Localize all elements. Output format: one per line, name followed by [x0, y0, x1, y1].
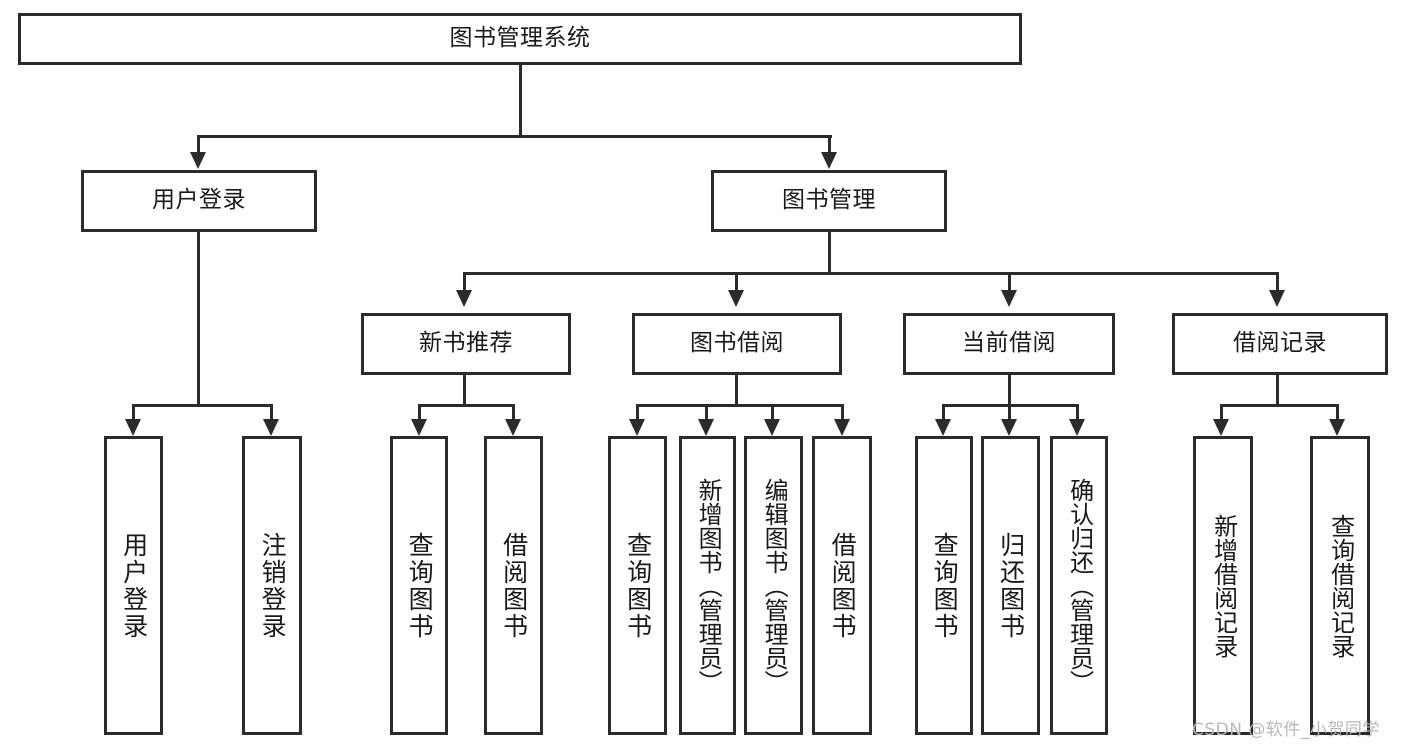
node-label: 查询借阅记录 [1326, 513, 1355, 658]
arrowhead-borrow-record [1269, 290, 1285, 307]
node-label: 新增图书（管理员） [694, 477, 723, 694]
leaf-br-add-record[interactable]: 新增借阅记录 [1193, 436, 1253, 735]
leaf-bb-add-book[interactable]: 新增图书（管理员） [679, 436, 736, 735]
connector-current-borrow-stem [1008, 375, 1011, 406]
arrowhead-cb-return-book [1001, 419, 1017, 436]
connector-root-to-book-manage [828, 135, 831, 157]
node-label: 借阅记录 [1233, 330, 1327, 357]
arrowhead-bb-borrow-book [834, 419, 850, 436]
arrowhead-bb-edit-book [764, 419, 780, 436]
csdn-watermark: CSDN @软件_小贺同学 [1192, 720, 1380, 740]
node-label: 查询图书 [405, 531, 435, 640]
leaf-cb-return-book[interactable]: 归还图书 [981, 436, 1040, 735]
leaf-bb-borrow-book[interactable]: 借阅图书 [812, 436, 872, 735]
connector-bb-to-leaf-4 [841, 404, 844, 421]
node-label: 查询图书 [623, 531, 653, 640]
connector-book-borrow-bus [636, 404, 844, 407]
node-label: 新书推荐 [419, 330, 513, 357]
connector-to-borrow-record [1276, 272, 1279, 294]
connector-borrow-record-bus [1220, 404, 1339, 407]
arrowhead-bb-query-book [629, 419, 645, 436]
connector-to-current-borrow [1008, 272, 1011, 294]
connector-cb-to-leaf-3 [1076, 404, 1079, 421]
arrowhead-br-add-record [1213, 419, 1229, 436]
leaf-logout[interactable]: 注销登录 [242, 436, 302, 735]
node-label: 借阅图书 [828, 531, 858, 640]
node-label: 图书管理系统 [449, 25, 591, 52]
node-label: 图书管理 [782, 187, 876, 214]
connector-book-borrow-stem [735, 375, 738, 406]
node-borrow-record[interactable]: 借阅记录 [1172, 313, 1388, 375]
connector-to-book-borrow [735, 272, 738, 294]
leaf-nb-query-book[interactable]: 查询图书 [390, 436, 448, 735]
connector-bb-to-leaf-2 [705, 404, 708, 421]
arrowhead-leaf-logout [263, 419, 279, 436]
leaf-cb-confirm-return[interactable]: 确认归还（管理员） [1050, 436, 1108, 735]
connector-cb-to-leaf-1 [942, 404, 945, 421]
connector-root-stem [519, 65, 522, 137]
arrowhead-book-borrow [728, 290, 744, 307]
node-book-borrow[interactable]: 图书借阅 [632, 313, 842, 375]
connector-bb-to-leaf-1 [636, 404, 639, 421]
connector-root-to-user-login [197, 135, 200, 157]
node-label: 当前借阅 [962, 330, 1056, 357]
node-label: 用户登录 [152, 187, 246, 214]
connector-book-manage-stem [828, 232, 831, 274]
connector-book-manage-bus [463, 272, 1278, 275]
connector-root-bus [198, 135, 832, 138]
connector-user-login-to-leaf-1 [132, 404, 135, 421]
connector-new-book-bus [418, 404, 515, 407]
connector-borrow-record-stem [1276, 375, 1279, 406]
arrowhead-current-borrow [1001, 290, 1017, 307]
leaf-bb-edit-book[interactable]: 编辑图书（管理员） [744, 436, 803, 735]
arrowhead-cb-confirm-return [1069, 419, 1085, 436]
leaf-cb-query-book[interactable]: 查询图书 [915, 436, 973, 735]
node-root-system[interactable]: 图书管理系统 [18, 13, 1022, 65]
leaf-bb-query-book[interactable]: 查询图书 [608, 436, 667, 735]
connector-new-book-to-leaf-1 [418, 404, 421, 421]
node-user-login[interactable]: 用户登录 [81, 170, 317, 232]
connector-cb-to-leaf-2 [1008, 404, 1011, 421]
leaf-nb-borrow-book[interactable]: 借阅图书 [484, 436, 543, 735]
arrowhead-br-query-record [1329, 419, 1345, 436]
connector-br-to-leaf-1 [1220, 404, 1223, 421]
arrowhead-new-book-recommend [456, 290, 472, 307]
node-label: 查询图书 [930, 531, 960, 640]
node-new-book-recommend[interactable]: 新书推荐 [361, 313, 571, 375]
connector-to-new-book [463, 272, 466, 294]
arrowhead-user-login [190, 152, 206, 169]
leaf-br-query-record[interactable]: 查询借阅记录 [1310, 436, 1370, 735]
connector-br-to-leaf-2 [1336, 404, 1339, 421]
connector-user-login-to-leaf-2 [270, 404, 273, 421]
connector-new-book-to-leaf-2 [512, 404, 515, 421]
leaf-user-login[interactable]: 用户登录 [104, 436, 163, 735]
arrowhead-cb-query-book [935, 419, 951, 436]
node-book-manage[interactable]: 图书管理 [711, 170, 947, 232]
node-label: 编辑图书（管理员） [760, 477, 789, 694]
node-label: 注销登录 [258, 531, 288, 640]
connector-bb-to-leaf-3 [771, 404, 774, 421]
node-label: 确认归还（管理员） [1065, 477, 1094, 694]
node-label: 用户登录 [119, 531, 149, 640]
arrowhead-nb-query-book [411, 419, 427, 436]
connector-user-login-bus [132, 404, 273, 407]
connector-new-book-stem [463, 375, 466, 406]
arrowhead-nb-borrow-book [505, 419, 521, 436]
node-label: 图书借阅 [690, 330, 784, 357]
connector-user-login-stem [197, 232, 200, 406]
arrowhead-bb-add-book [698, 419, 714, 436]
node-label: 新增借阅记录 [1209, 513, 1238, 658]
arrowhead-book-manage [821, 152, 837, 169]
node-current-borrow[interactable]: 当前借阅 [903, 313, 1115, 375]
node-label: 归还图书 [996, 531, 1026, 640]
arrowhead-leaf-user-login [125, 419, 141, 436]
node-label: 借阅图书 [499, 531, 529, 640]
